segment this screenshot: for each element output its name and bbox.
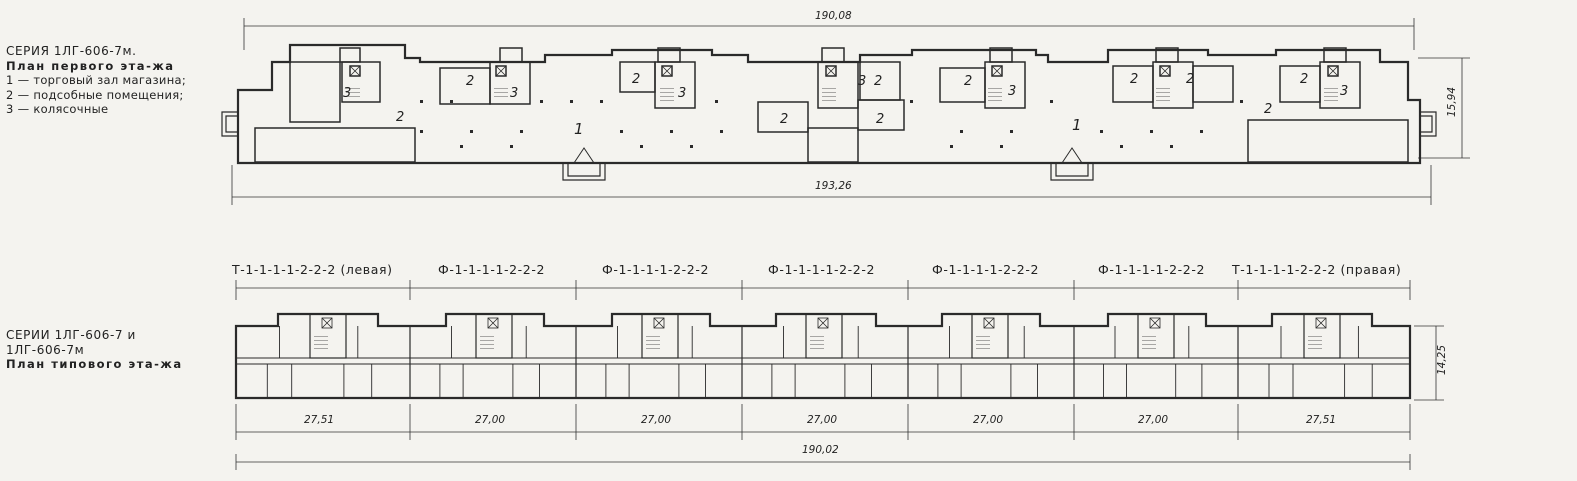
ground-dim-depth: 15,94: [1446, 86, 1458, 118]
typical-section-cores: [309, 313, 1341, 398]
room-label-stroller: 3: [343, 86, 352, 101]
ground-dim-bottom: 193,26: [815, 180, 852, 192]
typical-partitions: [266, 326, 1373, 398]
typical-dim-depth: 14,25: [1436, 344, 1448, 376]
room-label-stroller: 3: [678, 86, 687, 101]
section-dim: 27,00: [807, 414, 838, 426]
ground-series-label: СЕРИЯ 1ЛГ-606-7м.: [6, 44, 137, 58]
ground-dimension-lines: [231, 18, 1470, 205]
section-dim: 27,00: [475, 414, 506, 426]
room-label-utility: 2: [1300, 72, 1309, 87]
section-label: Ф-1-1-1-1-2-2-2: [768, 262, 876, 277]
room-label-utility: 2: [466, 74, 475, 89]
ground-dim-top: 190,08: [815, 10, 852, 22]
section-label: Ф-1-1-1-1-2-2-2: [602, 262, 710, 277]
room-label-stroller: 3: [1340, 84, 1349, 99]
room-label-utility: 2: [780, 112, 789, 127]
ground-columns: [420, 100, 1243, 148]
room-label-stroller: 3: [1008, 84, 1017, 99]
room-label-utility: 2: [964, 74, 973, 89]
room-label-utility: 2: [876, 112, 885, 127]
room-label-utility: 2: [632, 72, 641, 87]
typical-series-label: СЕРИИ 1ЛГ-606-7 и 1ЛГ-606-7м: [6, 328, 136, 357]
legend-item: 2 — подсобные помещения;: [6, 87, 184, 102]
section-dim: 27,51: [304, 414, 335, 426]
room-label-stroller: 3: [510, 86, 519, 101]
typical-dimension-lines: [235, 280, 1444, 470]
room-label-utility: 2: [874, 74, 883, 89]
section-dim: 27,00: [641, 414, 672, 426]
section-label: Ф-1-1-1-1-2-2-2: [438, 262, 546, 277]
section-dim: 27,00: [973, 414, 1004, 426]
room-label-utility: 2: [1264, 102, 1273, 117]
section-label: Ф-1-1-1-1-2-2-2: [1098, 262, 1206, 277]
typical-dim-total: 190,02: [802, 444, 839, 456]
section-dim: 27,51: [1306, 414, 1337, 426]
room-label-utility: 2: [1130, 72, 1139, 87]
section-label: Т-1-1-1-1-2-2-2 (правая): [1232, 262, 1402, 277]
room-label-sales-hall: 1: [574, 120, 584, 138]
legend-item: 1 — торговый зал магазина;: [6, 73, 187, 87]
room-label-utility: 2: [1186, 72, 1195, 87]
section-label: Ф-1-1-1-1-2-2-2: [932, 262, 1040, 277]
typical-plan-caption: СЕРИИ 1ЛГ-606-7 и 1ЛГ-606-7м План типово…: [6, 328, 188, 372]
legend-item: 3 — колясочные: [6, 102, 109, 116]
ground-stair-blocks: [254, 47, 1409, 163]
room-label-sales-hall: 1: [1072, 116, 1082, 134]
ground-plan-caption: СЕРИЯ 1ЛГ-606-7м. План первого эта-жа 1 …: [6, 44, 188, 117]
section-label: Т-1-1-1-1-2-2-2 (левая): [232, 262, 393, 277]
ground-plan-title: План первого эта-жа: [6, 58, 175, 73]
typical-floor-plan: [234, 312, 1412, 400]
room-label-stroller: 3: [858, 74, 867, 89]
room-label-utility: 2: [396, 110, 405, 125]
typical-plan-title: План типового эта-жа: [6, 357, 183, 371]
section-dim: 27,00: [1138, 414, 1169, 426]
